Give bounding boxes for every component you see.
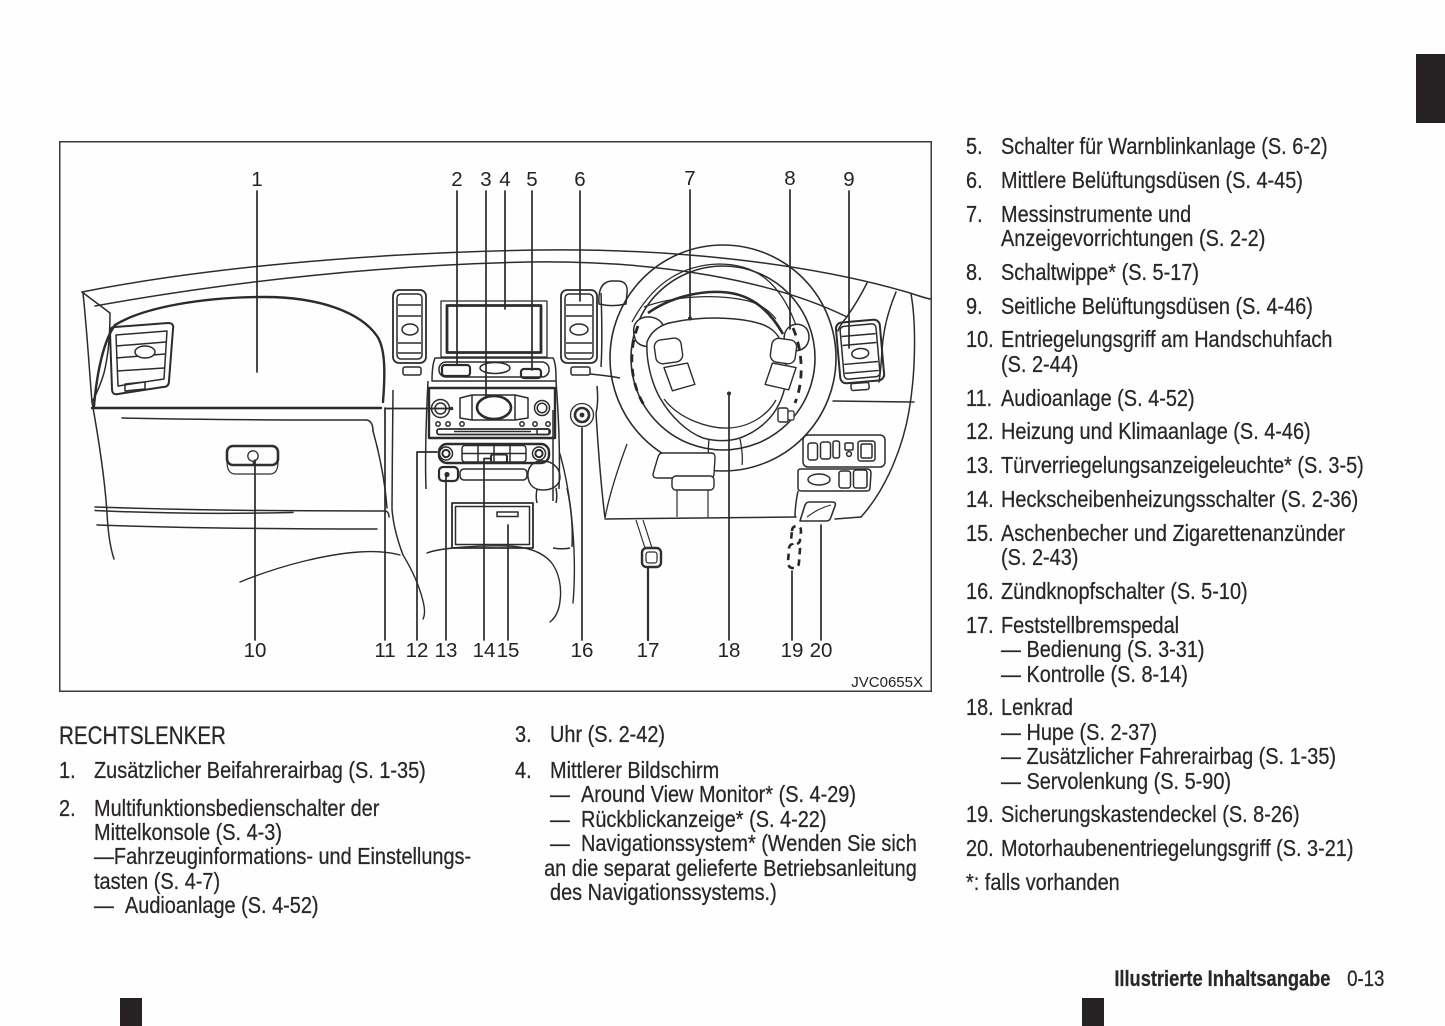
svg-text:12: 12 — [406, 639, 429, 662]
svg-text:3: 3 — [480, 168, 491, 191]
svg-text:17: 17 — [637, 639, 660, 662]
svg-text:15: 15 — [497, 639, 520, 662]
svg-text:6: 6 — [574, 168, 585, 191]
svg-text:JVC0655X: JVC0655X — [851, 674, 923, 691]
svg-text:9: 9 — [843, 168, 854, 191]
svg-text:18: 18 — [718, 639, 741, 662]
svg-text:5: 5 — [526, 168, 537, 191]
svg-text:20: 20 — [810, 639, 833, 662]
svg-text:16: 16 — [571, 639, 594, 662]
svg-text:7: 7 — [684, 167, 695, 190]
svg-text:1: 1 — [251, 168, 262, 191]
svg-text:8: 8 — [784, 167, 795, 190]
svg-text:19: 19 — [781, 639, 804, 662]
svg-text:2: 2 — [451, 168, 462, 191]
svg-text:14: 14 — [473, 639, 496, 662]
svg-text:13: 13 — [435, 639, 458, 662]
svg-text:10: 10 — [244, 639, 267, 662]
svg-text:4: 4 — [499, 168, 510, 191]
svg-text:11: 11 — [374, 639, 395, 662]
